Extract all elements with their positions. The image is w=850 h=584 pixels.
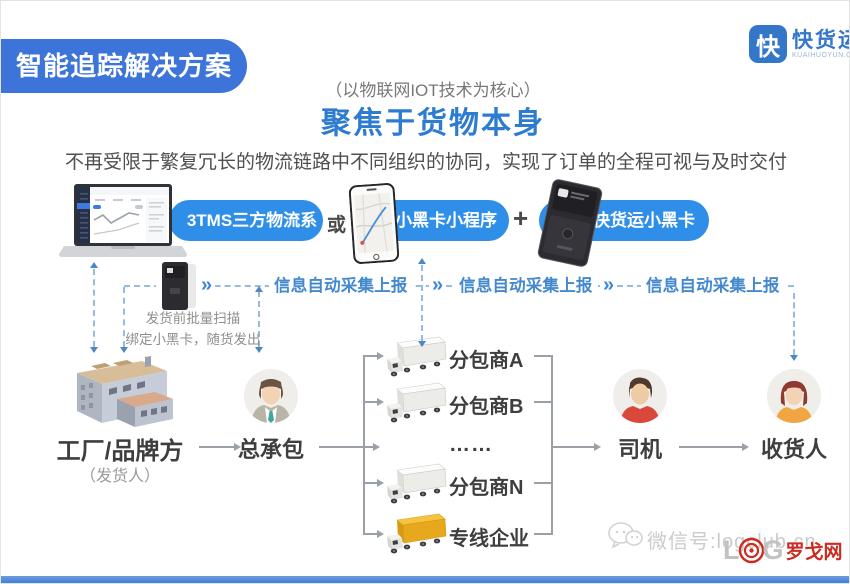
logo-name-text: 罗戈网: [785, 541, 843, 563]
factory-label: 工厂/品牌方: [56, 438, 184, 465]
bracket-left-line: [363, 355, 365, 535]
merge-line: [534, 355, 552, 357]
branch-arrowhead: [377, 479, 384, 487]
auto-report-label: 信息自动采集上报: [641, 274, 785, 298]
subtitle: （以物联网IOT技术为核心）: [325, 81, 541, 100]
merge-line: [534, 533, 552, 535]
arrowhead-down: [255, 347, 263, 353]
branch-line: [363, 355, 378, 357]
arrowhead-down: [418, 341, 426, 347]
dash-link-flow-contractor: [258, 291, 260, 347]
logo-letter-g: G: [762, 535, 784, 565]
brand-logo-text: 快货运 KUAIHUOYUN.COM: [792, 29, 849, 59]
arrowhead-down: [790, 355, 798, 361]
flow-arrow-line: [551, 446, 595, 448]
scan-note-line2: 绑定小黑卡，随货发出: [125, 331, 261, 347]
logclub-logo: L G 罗戈网: [723, 535, 843, 565]
banner-title: 智能追踪解决方案: [1, 39, 247, 93]
description-text: 不再受限于繁复冗长的物流链路中不同组织的协同，实现了订单的全程可视与及时交付: [64, 152, 787, 173]
flow-arrow-line: [679, 446, 743, 448]
receiver-label: 收货人: [760, 437, 827, 462]
branch-line: [363, 401, 378, 403]
arrowhead-down: [90, 347, 98, 353]
driver-avatar: [613, 369, 667, 423]
brand-logo: 快 快货运 KUAIHUOYUN.COM: [749, 25, 849, 63]
branch-line: [363, 533, 378, 535]
auto-report-label: 信息自动采集上报: [454, 274, 598, 298]
ellipsis-label: ……: [449, 433, 493, 456]
flow-arrowhead: [373, 443, 380, 451]
merge-line: [534, 401, 552, 403]
brand-name: 快货运: [792, 29, 849, 52]
scan-note: 发货前批量扫描 绑定小黑卡，随货发出: [117, 309, 269, 351]
driver-label: 司机: [617, 437, 662, 462]
blackcard-device-illustration: [534, 176, 606, 270]
or-label: 或: [327, 215, 347, 236]
subcontractor-label: 分包商N: [449, 477, 524, 499]
phone-miniapp-illustration: [348, 182, 400, 264]
merge-line: [534, 482, 552, 484]
bracket-right-line: [551, 355, 553, 535]
receiver-avatar: [767, 369, 821, 423]
branch-arrowhead: [377, 530, 384, 538]
chevron-right-icon: »: [429, 273, 447, 297]
logo-letter-l: L: [723, 535, 740, 565]
laptop-tms-illustration: [57, 184, 187, 262]
page-title: 聚焦于货物本身: [321, 107, 545, 140]
wechat-id-text: 微信号:logclub.cn: [647, 531, 817, 553]
flow-arrow-line: [199, 446, 235, 448]
arrowhead-up: [255, 286, 263, 292]
tms-system-pill: 3TMS三方物流系统: [169, 200, 323, 271]
truck-icon-yellow: [383, 512, 449, 554]
dash-link-phone-trucks: [421, 265, 423, 341]
brand-domain: KUAIHUOYUN.COM: [792, 52, 849, 59]
branch-arrowhead: [377, 398, 384, 406]
bottom-accent-bar: [1, 576, 849, 583]
arrowhead-down: [120, 347, 128, 353]
auto-report-label: 信息自动采集上报: [269, 274, 413, 298]
mini-blackcard-icon: [156, 261, 206, 313]
dash-link-flow-receiver: [793, 293, 795, 355]
truck-icon: [383, 335, 449, 377]
flow-arrowhead: [594, 443, 601, 451]
dedicated-line-label: 专线企业: [449, 528, 529, 550]
flow-arrowhead: [742, 443, 749, 451]
plus-label: +: [513, 203, 529, 233]
arrowhead-up: [418, 258, 426, 264]
dash-link-laptop-factory: [93, 269, 95, 347]
brand-logo-icon: 快: [749, 25, 787, 63]
subcontractor-label: 分包商A: [449, 350, 524, 372]
contractor-label: 总承包: [237, 437, 304, 462]
arrowhead-up: [90, 262, 98, 268]
contractor-avatar: [244, 369, 298, 423]
target-icon: [738, 537, 765, 564]
truck-icon: [383, 462, 449, 504]
factory-illustration: [47, 351, 191, 431]
truck-icon: [383, 381, 449, 423]
factory-sublabel: （发货人）: [79, 468, 160, 485]
dash-link-flow-factory: [123, 287, 125, 347]
chevron-right-icon: »: [198, 273, 216, 297]
branch-arrowhead: [377, 352, 384, 360]
flow-arrowhead: [234, 443, 241, 451]
branch-line: [363, 482, 378, 484]
scan-note-line1: 发货前批量扫描: [145, 311, 241, 326]
watermark: 微信号:logclub.cn L G 罗戈网: [607, 515, 849, 573]
flow-arrow-line: [319, 446, 373, 448]
chevron-right-icon: »: [600, 273, 618, 297]
wechat-icon: [607, 521, 643, 551]
subcontractor-label: 分包商B: [449, 396, 524, 418]
